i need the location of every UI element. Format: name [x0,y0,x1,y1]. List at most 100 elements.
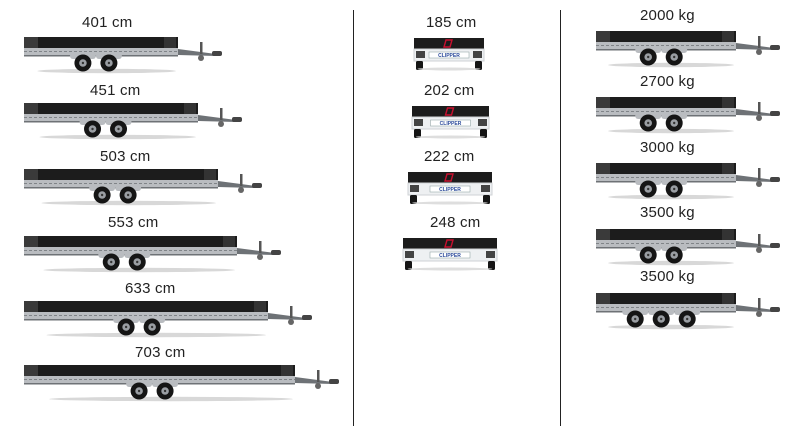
brand-text: CLIPPER [439,187,461,193]
jockey-wheel-post [240,174,243,186]
front-board [596,31,610,42]
wheel-hub [136,260,139,264]
ground-shadow [417,67,481,71]
rear-board [281,365,293,376]
wheel-hub [110,260,113,264]
ground-shadow [415,135,486,139]
side-view-trailer [22,298,314,340]
jockey-wheel [756,247,762,253]
deck-panel [24,169,218,180]
side-view-trailer [22,362,341,404]
jockey-wheel [315,383,321,389]
wheel-hub [673,253,676,257]
length-label: 633 cm [125,280,176,297]
front-board [24,301,38,312]
jockey-wheel [218,121,224,127]
front-board [596,229,610,240]
wheel-hub [124,325,128,329]
hitch-coupling [212,51,222,56]
ground-shadow [608,62,734,68]
rear-board [722,229,734,240]
wheel-hub [647,253,650,257]
wheel-hub [81,61,85,65]
tail-light-left [410,185,419,192]
side-view-trailer [22,166,264,208]
jockey-wheel-post [317,370,320,382]
wheel-hub [673,55,676,59]
ground-shadow [412,201,488,205]
weight-side-view-trailer [594,226,782,268]
front-board [24,365,38,376]
tail-light-right [486,251,495,258]
brand-logo-icon [444,173,454,182]
tyre-left [410,195,417,204]
length-label: 401 cm [82,14,133,31]
wheel-hub [117,127,120,131]
tyre-right [488,261,495,270]
width-label: 202 cm [424,82,475,99]
width-label: 185 cm [426,14,477,31]
length-label: 451 cm [90,82,141,99]
drawbar [237,248,275,255]
tail-light-left [416,51,425,58]
length-label: 503 cm [100,148,151,165]
front-board [596,97,610,108]
plate-panel [430,119,471,127]
hitch-coupling [770,307,780,312]
weight-side-view-trailer [594,94,782,136]
side-view-trailer [22,233,283,275]
rear-board [722,31,734,42]
jockey-wheel-post [290,306,293,318]
front-board [24,103,38,114]
ground-shadow [46,332,266,338]
brand-text: CLIPPER [439,253,461,259]
length-label: 703 cm [135,344,186,361]
hitch-coupling [770,111,780,116]
hitch-coupling [252,183,262,188]
brand-logo-icon [444,107,455,116]
jockey-wheel [257,254,263,260]
brand-logo-icon [443,39,453,48]
jockey-wheel [756,311,762,317]
jockey-wheel-post [758,102,761,114]
wheel-hub [137,389,141,393]
tail-light-right [478,119,487,126]
wheel-hub [673,121,676,125]
deck-panel [596,293,736,304]
rear-board [722,293,734,304]
weight-side-view-trailer [594,160,782,202]
drawbar [218,181,256,188]
jockey-wheel-post [259,241,262,253]
jockey-wheel-post [200,42,203,54]
jockey-wheel-post [758,36,761,48]
hitch-coupling [232,117,242,122]
tyre-left [405,261,412,270]
drawbar [736,109,774,116]
tyre-right [480,129,487,138]
wheel-hub [673,187,676,191]
front-board [596,293,610,304]
drawbar [736,305,774,312]
rear-view-trailer: CLIPPER [410,102,491,140]
deck-panel [596,163,736,174]
rear-view-trailer: CLIPPER [406,168,494,206]
ground-shadow [608,260,734,266]
wheel-hub [686,317,689,321]
front-board [24,37,38,48]
front-board [24,236,38,247]
ground-shadow [608,194,734,200]
tyre-right [483,195,490,204]
jockey-wheel-post [758,298,761,310]
brand-text: CLIPPER [440,121,462,127]
jockey-wheel [238,187,244,193]
weight-side-view-trailer [594,290,782,332]
plate-panel [428,51,470,59]
hitch-coupling [271,250,281,255]
tail-light-left [414,119,423,126]
tail-light-right [481,185,490,192]
drawbar [295,377,333,384]
deck-panel [596,97,736,108]
wheel-hub [91,127,94,131]
wheel-hub [634,317,637,321]
brand-text: CLIPPER [438,53,460,59]
